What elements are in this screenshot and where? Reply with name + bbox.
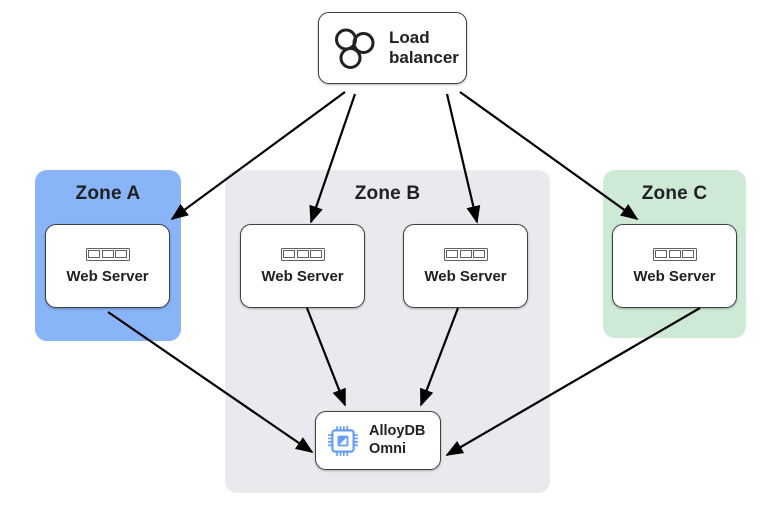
alloydb-omni-label-line2: Omni [369,440,407,457]
zone-c-web-server-1[interactable]: Web Server [612,224,737,308]
alloydb-omni-content: AlloyDB Omni [316,412,440,469]
cpu-chip-icon [327,425,359,457]
load-balancer-label-line1: Load [389,27,430,47]
zone-c-web-server-1-content: Web Server [613,225,736,307]
zone-b-web-server-1[interactable]: Web Server [240,224,365,308]
alloydb-omni-label: AlloyDB Omni [369,423,425,458]
zone-b-web-server-2-label: Web Server [424,267,507,285]
zone-c-web-server-1-label: Web Server [633,267,716,285]
zone-b-title: Zone B [354,183,421,204]
load-balancer-label-line2: balancer [389,48,459,67]
server-rack-icon [652,247,697,261]
zone-c-title: Zone C [641,183,708,204]
server-rack-icon [85,247,130,261]
three-circles-icon [333,26,377,70]
load-balancer-node[interactable]: Load balancer [318,12,467,84]
zone-a-web-server-1-content: Web Server [46,225,169,307]
load-balancer-label: Load balancer [389,28,459,68]
zone-b-web-server-2-content: Web Server [404,225,527,307]
load-balancer-content: Load balancer [319,13,466,83]
zone-b-web-server-1-label: Web Server [261,267,344,285]
zone-b-web-server-1-content: Web Server [241,225,364,307]
server-rack-icon [443,247,488,261]
alloydb-omni-label-line1: AlloyDB [369,423,426,440]
alloydb-omni-node[interactable]: AlloyDB Omni [315,411,441,470]
zone-a-web-server-1-label: Web Server [66,267,149,285]
zone-a-web-server-1[interactable]: Web Server [45,224,170,308]
server-rack-icon [280,247,325,261]
zone-a-title: Zone A [75,183,141,204]
zone-b-web-server-2[interactable]: Web Server [403,224,528,308]
